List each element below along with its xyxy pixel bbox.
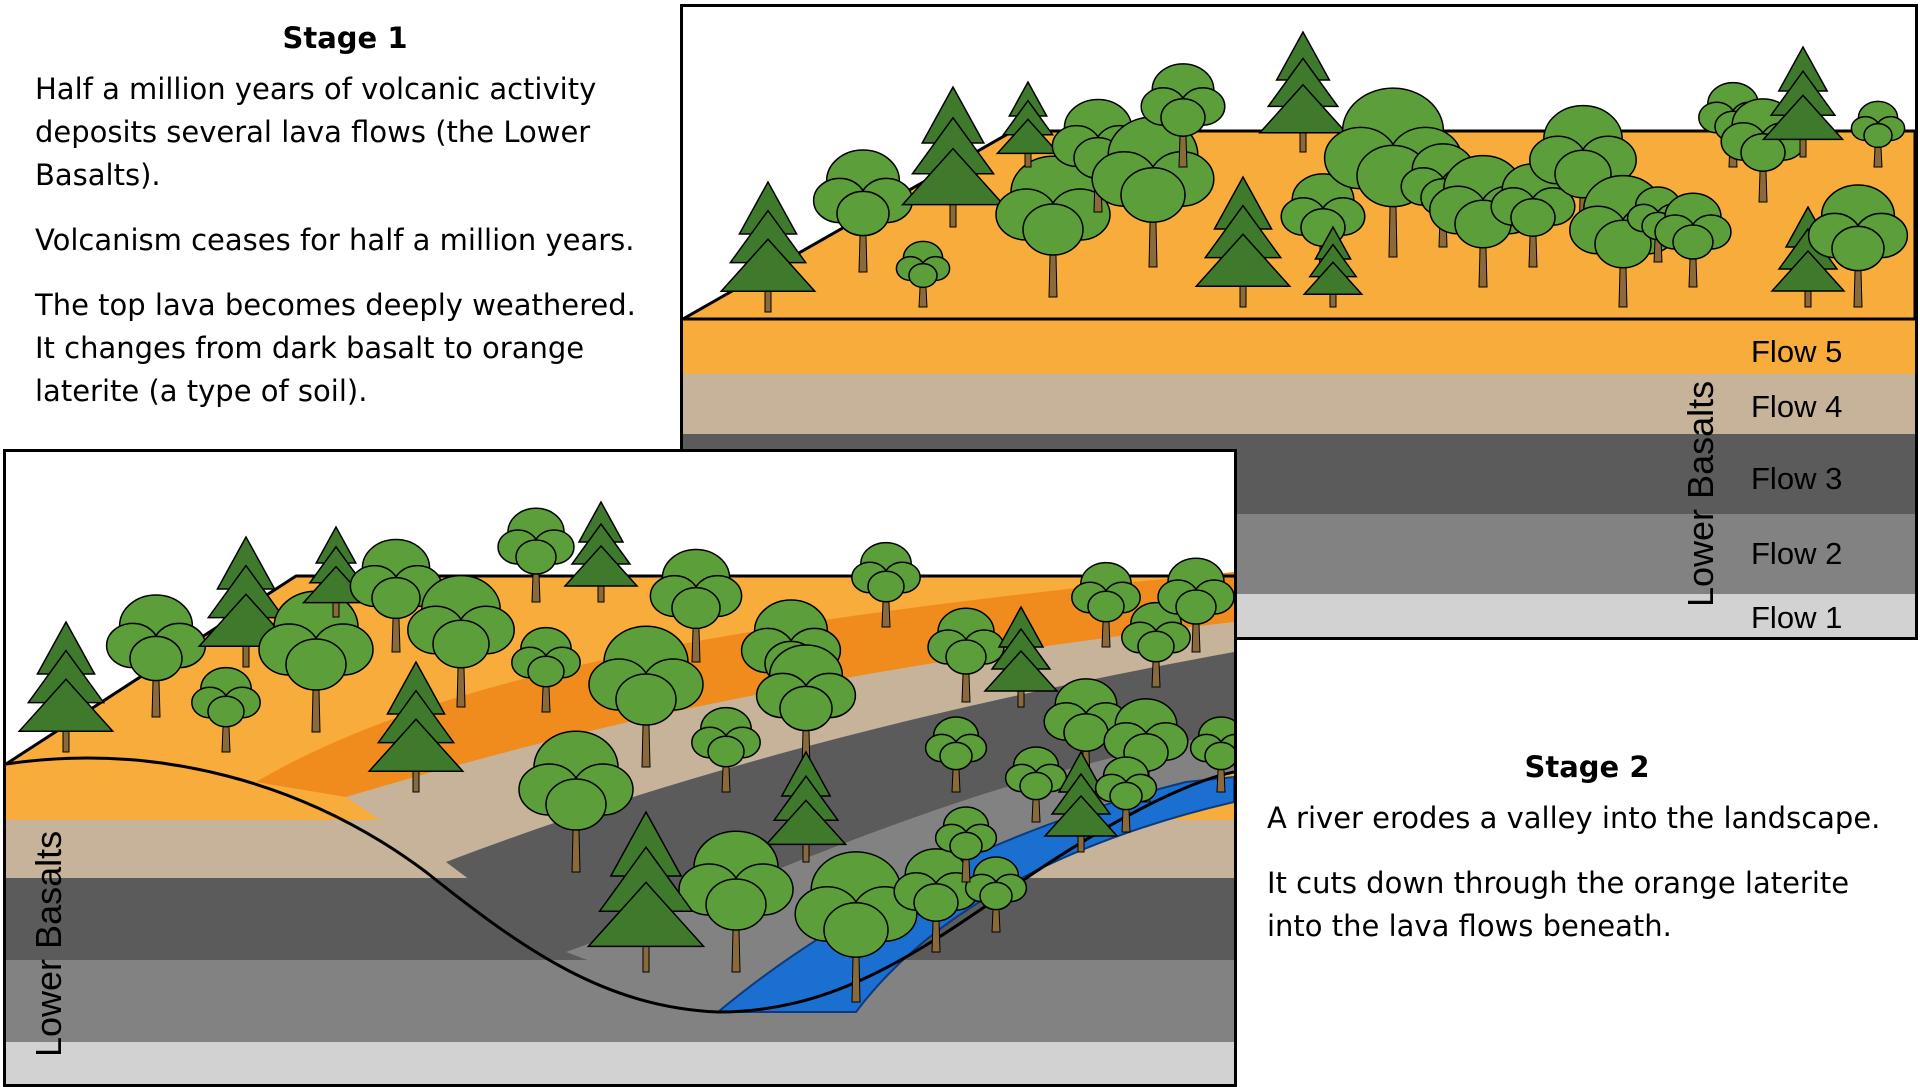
leafy-tree-icon <box>511 626 581 713</box>
stage1-layer-flow5 <box>683 319 1915 374</box>
pine-tree-icon <box>17 620 115 753</box>
stage1-paragraph-3: The top lava becomes deeply weathered. I… <box>35 288 636 408</box>
leafy-tree-icon <box>812 149 914 273</box>
leafy-tree-icon <box>407 574 515 708</box>
stage2-heading: Stage 2 <box>1524 750 1650 784</box>
leafy-tree-icon <box>794 851 918 1003</box>
pine-tree-icon <box>995 80 1061 168</box>
leafy-tree-icon <box>964 856 1028 933</box>
leafy-tree-icon <box>1121 601 1191 688</box>
pine-tree-icon <box>1302 225 1364 308</box>
stage1-label-flow5: Flow 5 <box>1751 334 1842 369</box>
stage2-text-block: Stage 2 A river erodes a valley into the… <box>1267 747 1907 970</box>
pine-tree-icon <box>1761 45 1845 158</box>
leafy-tree-icon <box>934 806 998 883</box>
leafy-tree-icon <box>649 548 743 663</box>
leafy-tree-icon <box>851 541 921 628</box>
leafy-tree-icon <box>893 848 979 953</box>
pine-tree-icon <box>586 810 706 973</box>
stage1-diagram: Flow 5 Flow 4 Flow 3 Flow 2 Flow 1 Lower… <box>680 4 1918 640</box>
pine-tree-icon <box>1258 30 1348 153</box>
leafy-tree-icon <box>518 730 634 873</box>
stage2-layer-flow2 <box>6 960 1234 1042</box>
stage1-lower-basalts-label: Lower Basalts <box>1680 381 1721 607</box>
leafy-tree-icon <box>895 240 951 308</box>
leafy-tree-icon <box>1850 100 1906 168</box>
pine-tree-icon <box>983 605 1059 708</box>
stage2-cross-section: Lower Basalts <box>6 452 1234 1084</box>
leafy-tree-icon <box>1807 184 1909 308</box>
leafy-tree-icon <box>924 716 988 793</box>
stage2-paragraph-1: A river erodes a valley into the landsca… <box>1267 801 1881 835</box>
stage2-diagram: Lower Basalts <box>3 449 1237 1087</box>
stage2-lower-basalts-label: Lower Basalts <box>28 831 69 1057</box>
stage1-heading: Stage 1 <box>282 21 408 55</box>
stage1-cross-section: Flow 5 Flow 4 Flow 3 Flow 2 Flow 1 Lower… <box>683 30 1915 637</box>
stage1-layer-flow4 <box>683 374 1915 434</box>
pine-tree-icon <box>1194 175 1292 308</box>
leafy-tree-icon <box>927 607 1005 703</box>
pine-tree-icon <box>1770 205 1846 308</box>
leafy-tree-icon <box>191 666 261 753</box>
stage1-paragraph-1: Half a million years of volcanic activit… <box>35 72 597 192</box>
stage1-text-block: Stage 1 Half a million years of volcanic… <box>35 18 655 435</box>
pine-tree-icon <box>563 500 639 603</box>
leafy-tree-icon <box>1071 561 1141 648</box>
leafy-tree-icon <box>678 830 794 973</box>
pine-tree-icon <box>1043 750 1119 853</box>
pine-tree-icon <box>764 750 848 863</box>
leafy-tree-icon <box>1157 557 1234 653</box>
stage1-label-flow4: Flow 4 <box>1751 389 1842 424</box>
stage1-label-flow1: Flow 1 <box>1751 600 1842 635</box>
stage1-paragraph-2: Volcanism ceases for half a million year… <box>35 223 635 257</box>
leafy-tree-icon <box>1091 116 1215 268</box>
leafy-tree-icon <box>1189 716 1234 793</box>
leafy-tree-icon <box>1094 756 1158 833</box>
leafy-tree-icon <box>497 507 575 603</box>
stage2-paragraph-2: It cuts down through the orange laterite… <box>1267 866 1850 943</box>
leafy-tree-icon <box>691 706 761 793</box>
leafy-tree-icon <box>1654 192 1732 288</box>
pine-tree-icon <box>719 180 817 313</box>
leafy-tree-icon <box>1004 746 1068 823</box>
leafy-tree-icon <box>588 625 704 768</box>
stage2-valley-profile <box>6 756 1234 1014</box>
pine-tree-icon <box>900 85 1006 228</box>
leafy-tree-icon <box>755 644 857 768</box>
stage1-label-flow3: Flow 3 <box>1751 461 1842 496</box>
stage2-trees <box>17 500 1234 1003</box>
leafy-tree-icon <box>1140 63 1226 168</box>
stage1-label-flow2: Flow 2 <box>1751 536 1842 571</box>
pine-tree-icon <box>367 660 465 793</box>
stage2-layer-flow1 <box>6 1042 1234 1084</box>
stage1-trees <box>719 30 1909 313</box>
